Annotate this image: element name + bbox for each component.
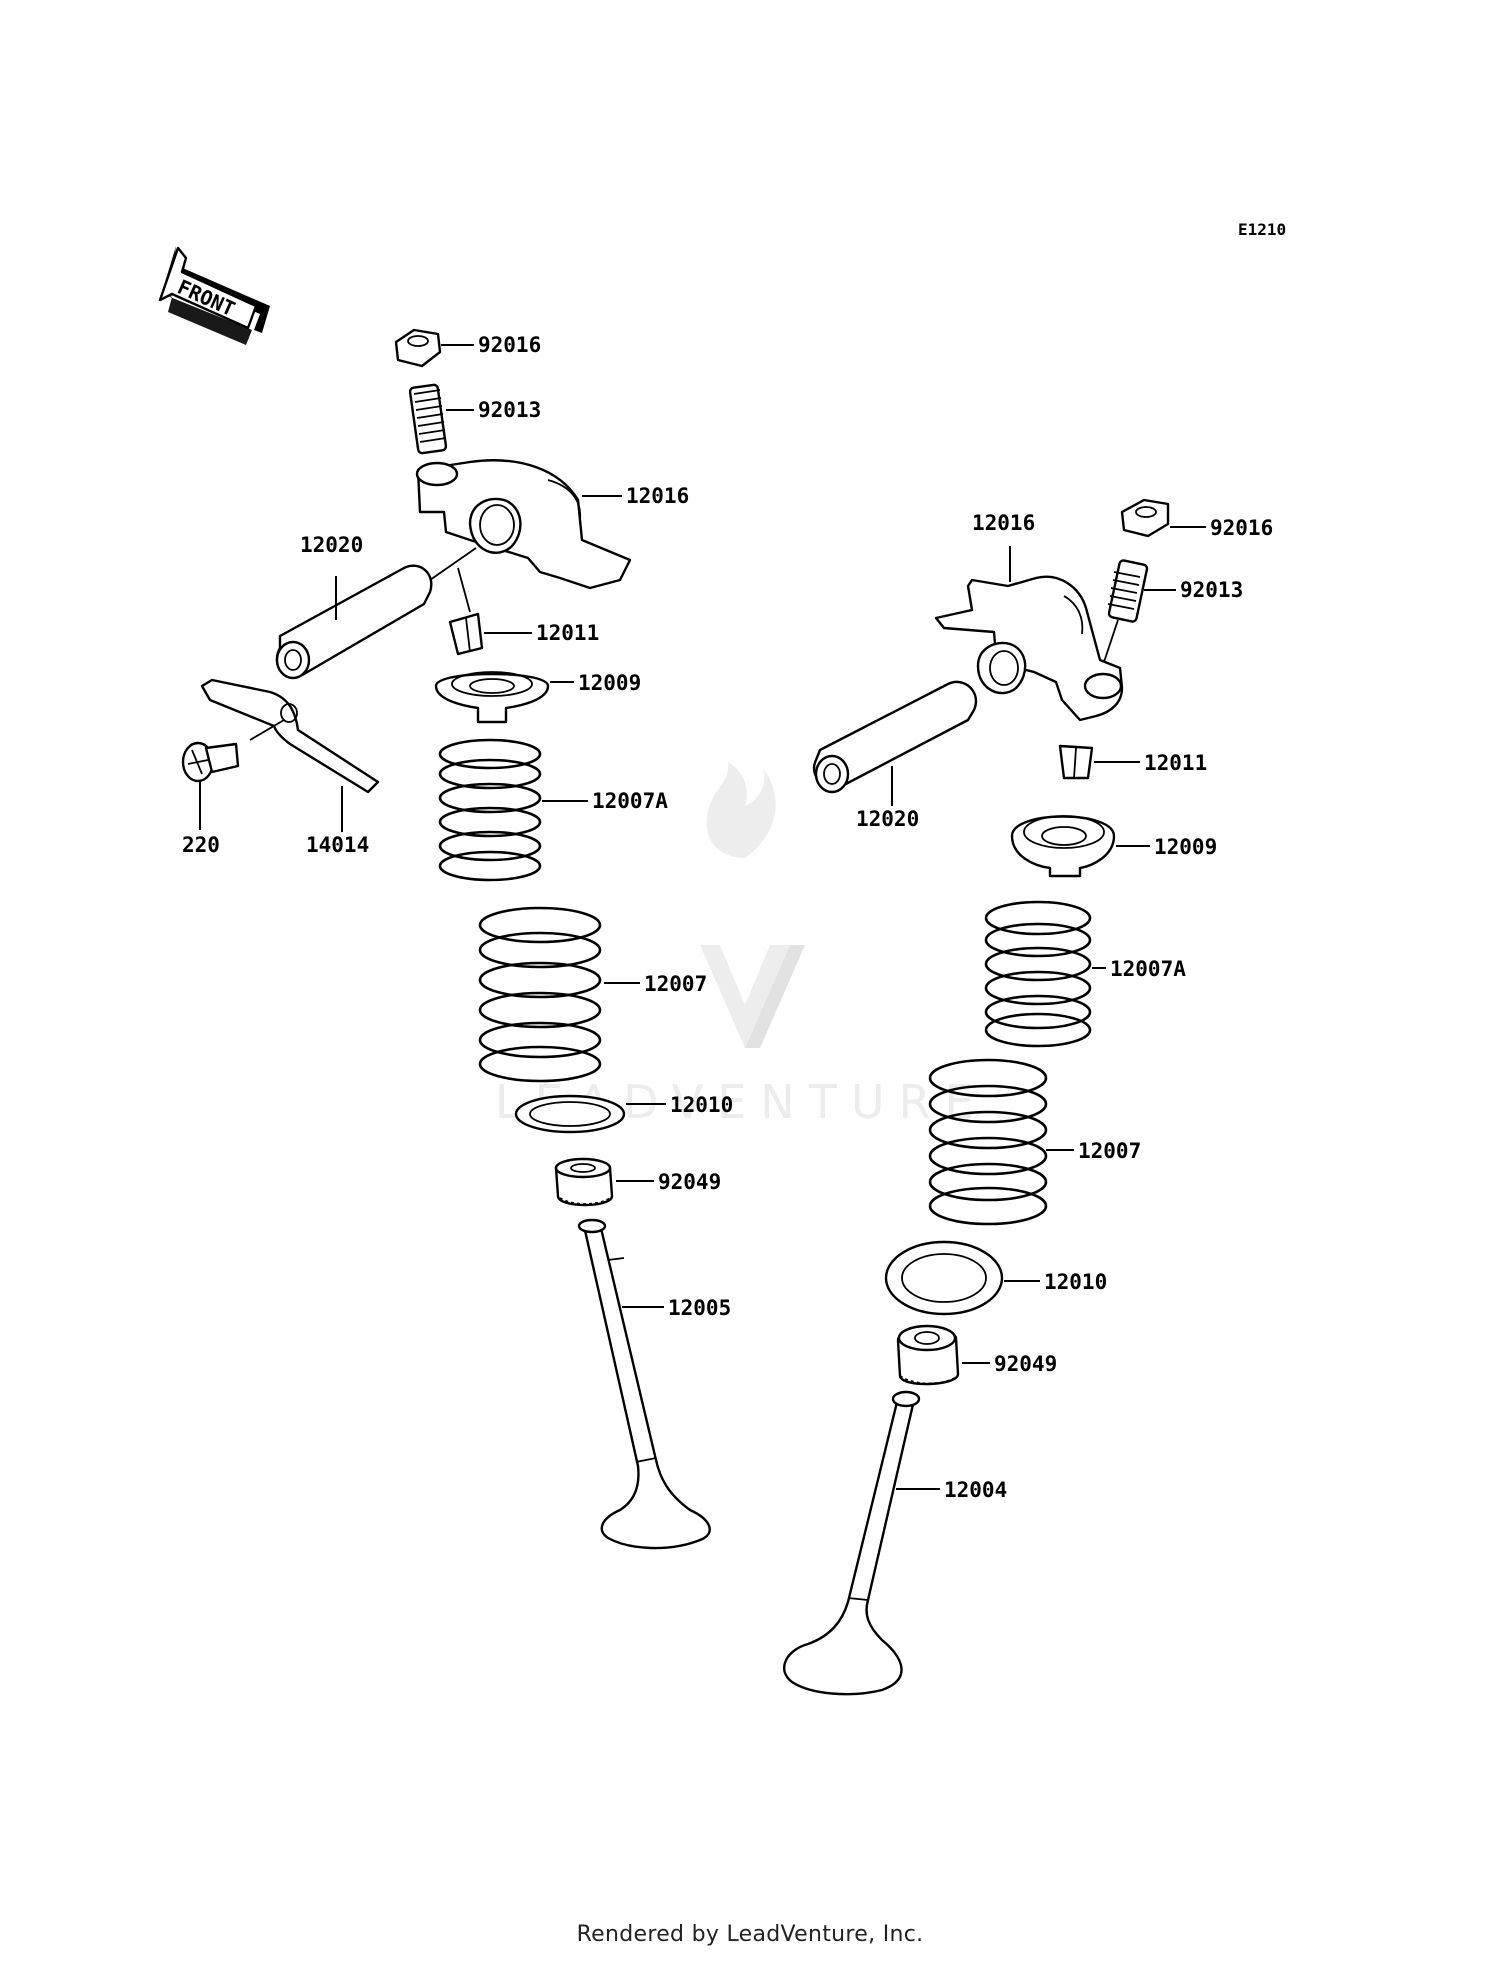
label-right-retainer[interactable]: 12009 xyxy=(1154,835,1217,859)
left-nut-92016 xyxy=(394,328,442,368)
label-left-bolt[interactable]: 220 xyxy=(182,833,220,857)
right-valve-12004 xyxy=(782,1390,921,1696)
left-adjuster-92013 xyxy=(408,383,448,455)
front-arrow-icon: FRONT xyxy=(158,246,270,345)
left-stem-seal-92049 xyxy=(554,1157,614,1207)
label-left-retainer[interactable]: 12009 xyxy=(578,671,641,695)
label-left-plate[interactable]: 14014 xyxy=(306,833,369,857)
left-cotter-12011 xyxy=(448,612,484,656)
right-spring-seat-12010 xyxy=(884,1240,1004,1316)
left-bolt-220 xyxy=(181,741,240,783)
right-outer-spring-12007 xyxy=(928,1058,1048,1226)
label-left-valve[interactable]: 12005 xyxy=(668,1296,731,1320)
label-right-cotter[interactable]: 12011 xyxy=(1144,751,1207,775)
label-right-nut[interactable]: 92016 xyxy=(1210,516,1273,540)
label-left-adjuster[interactable]: 92013 xyxy=(478,398,541,422)
footer-credit: Rendered by LeadVenture, Inc. xyxy=(576,1922,924,1947)
right-inner-spring-12007A xyxy=(984,900,1092,1048)
right-rocker-arm-12016 xyxy=(934,575,1124,722)
right-retainer-12009 xyxy=(1010,815,1116,878)
right-nut-92016 xyxy=(1120,498,1170,538)
right-cotter-12011 xyxy=(1058,744,1094,780)
left-outer-spring-12007 xyxy=(478,906,602,1083)
label-right-inner-spring[interactable]: 12007A xyxy=(1110,957,1186,981)
left-rocker-arm-12016 xyxy=(415,459,632,590)
left-spring-seat-12010 xyxy=(514,1094,626,1134)
label-right-adjuster[interactable]: 92013 xyxy=(1180,578,1243,602)
label-left-spring-seat[interactable]: 12010 xyxy=(670,1093,733,1117)
label-left-cotter[interactable]: 12011 xyxy=(536,621,599,645)
label-right-rocker-arm[interactable]: 12016 xyxy=(972,511,1035,535)
diagram-code: E1210 xyxy=(1238,220,1286,239)
left-inner-spring-12007A xyxy=(438,738,542,882)
label-right-outer-spring[interactable]: 12007 xyxy=(1078,1139,1141,1163)
label-left-rocker-arm[interactable]: 12016 xyxy=(626,484,689,508)
left-shaft-12020 xyxy=(275,564,433,680)
label-left-shaft[interactable]: 12020 xyxy=(300,533,363,557)
left-plate-14014 xyxy=(200,678,380,794)
label-left-stem-seal[interactable]: 92049 xyxy=(658,1170,721,1194)
left-valve-12005 xyxy=(577,1218,711,1550)
label-left-inner-spring[interactable]: 12007A xyxy=(592,789,668,813)
right-shaft-12020 xyxy=(812,680,978,794)
right-stem-seal-92049 xyxy=(896,1324,960,1386)
left-retainer-12009 xyxy=(434,671,550,724)
label-right-shaft[interactable]: 12020 xyxy=(856,807,919,831)
label-right-valve[interactable]: 12004 xyxy=(944,1478,1007,1502)
label-left-outer-spring[interactable]: 12007 xyxy=(644,972,707,996)
label-right-stem-seal[interactable]: 92049 xyxy=(994,1352,1057,1376)
label-right-spring-seat[interactable]: 12010 xyxy=(1044,1270,1107,1294)
right-adjuster-92013 xyxy=(1107,559,1149,623)
label-left-nut[interactable]: 92016 xyxy=(478,333,541,357)
